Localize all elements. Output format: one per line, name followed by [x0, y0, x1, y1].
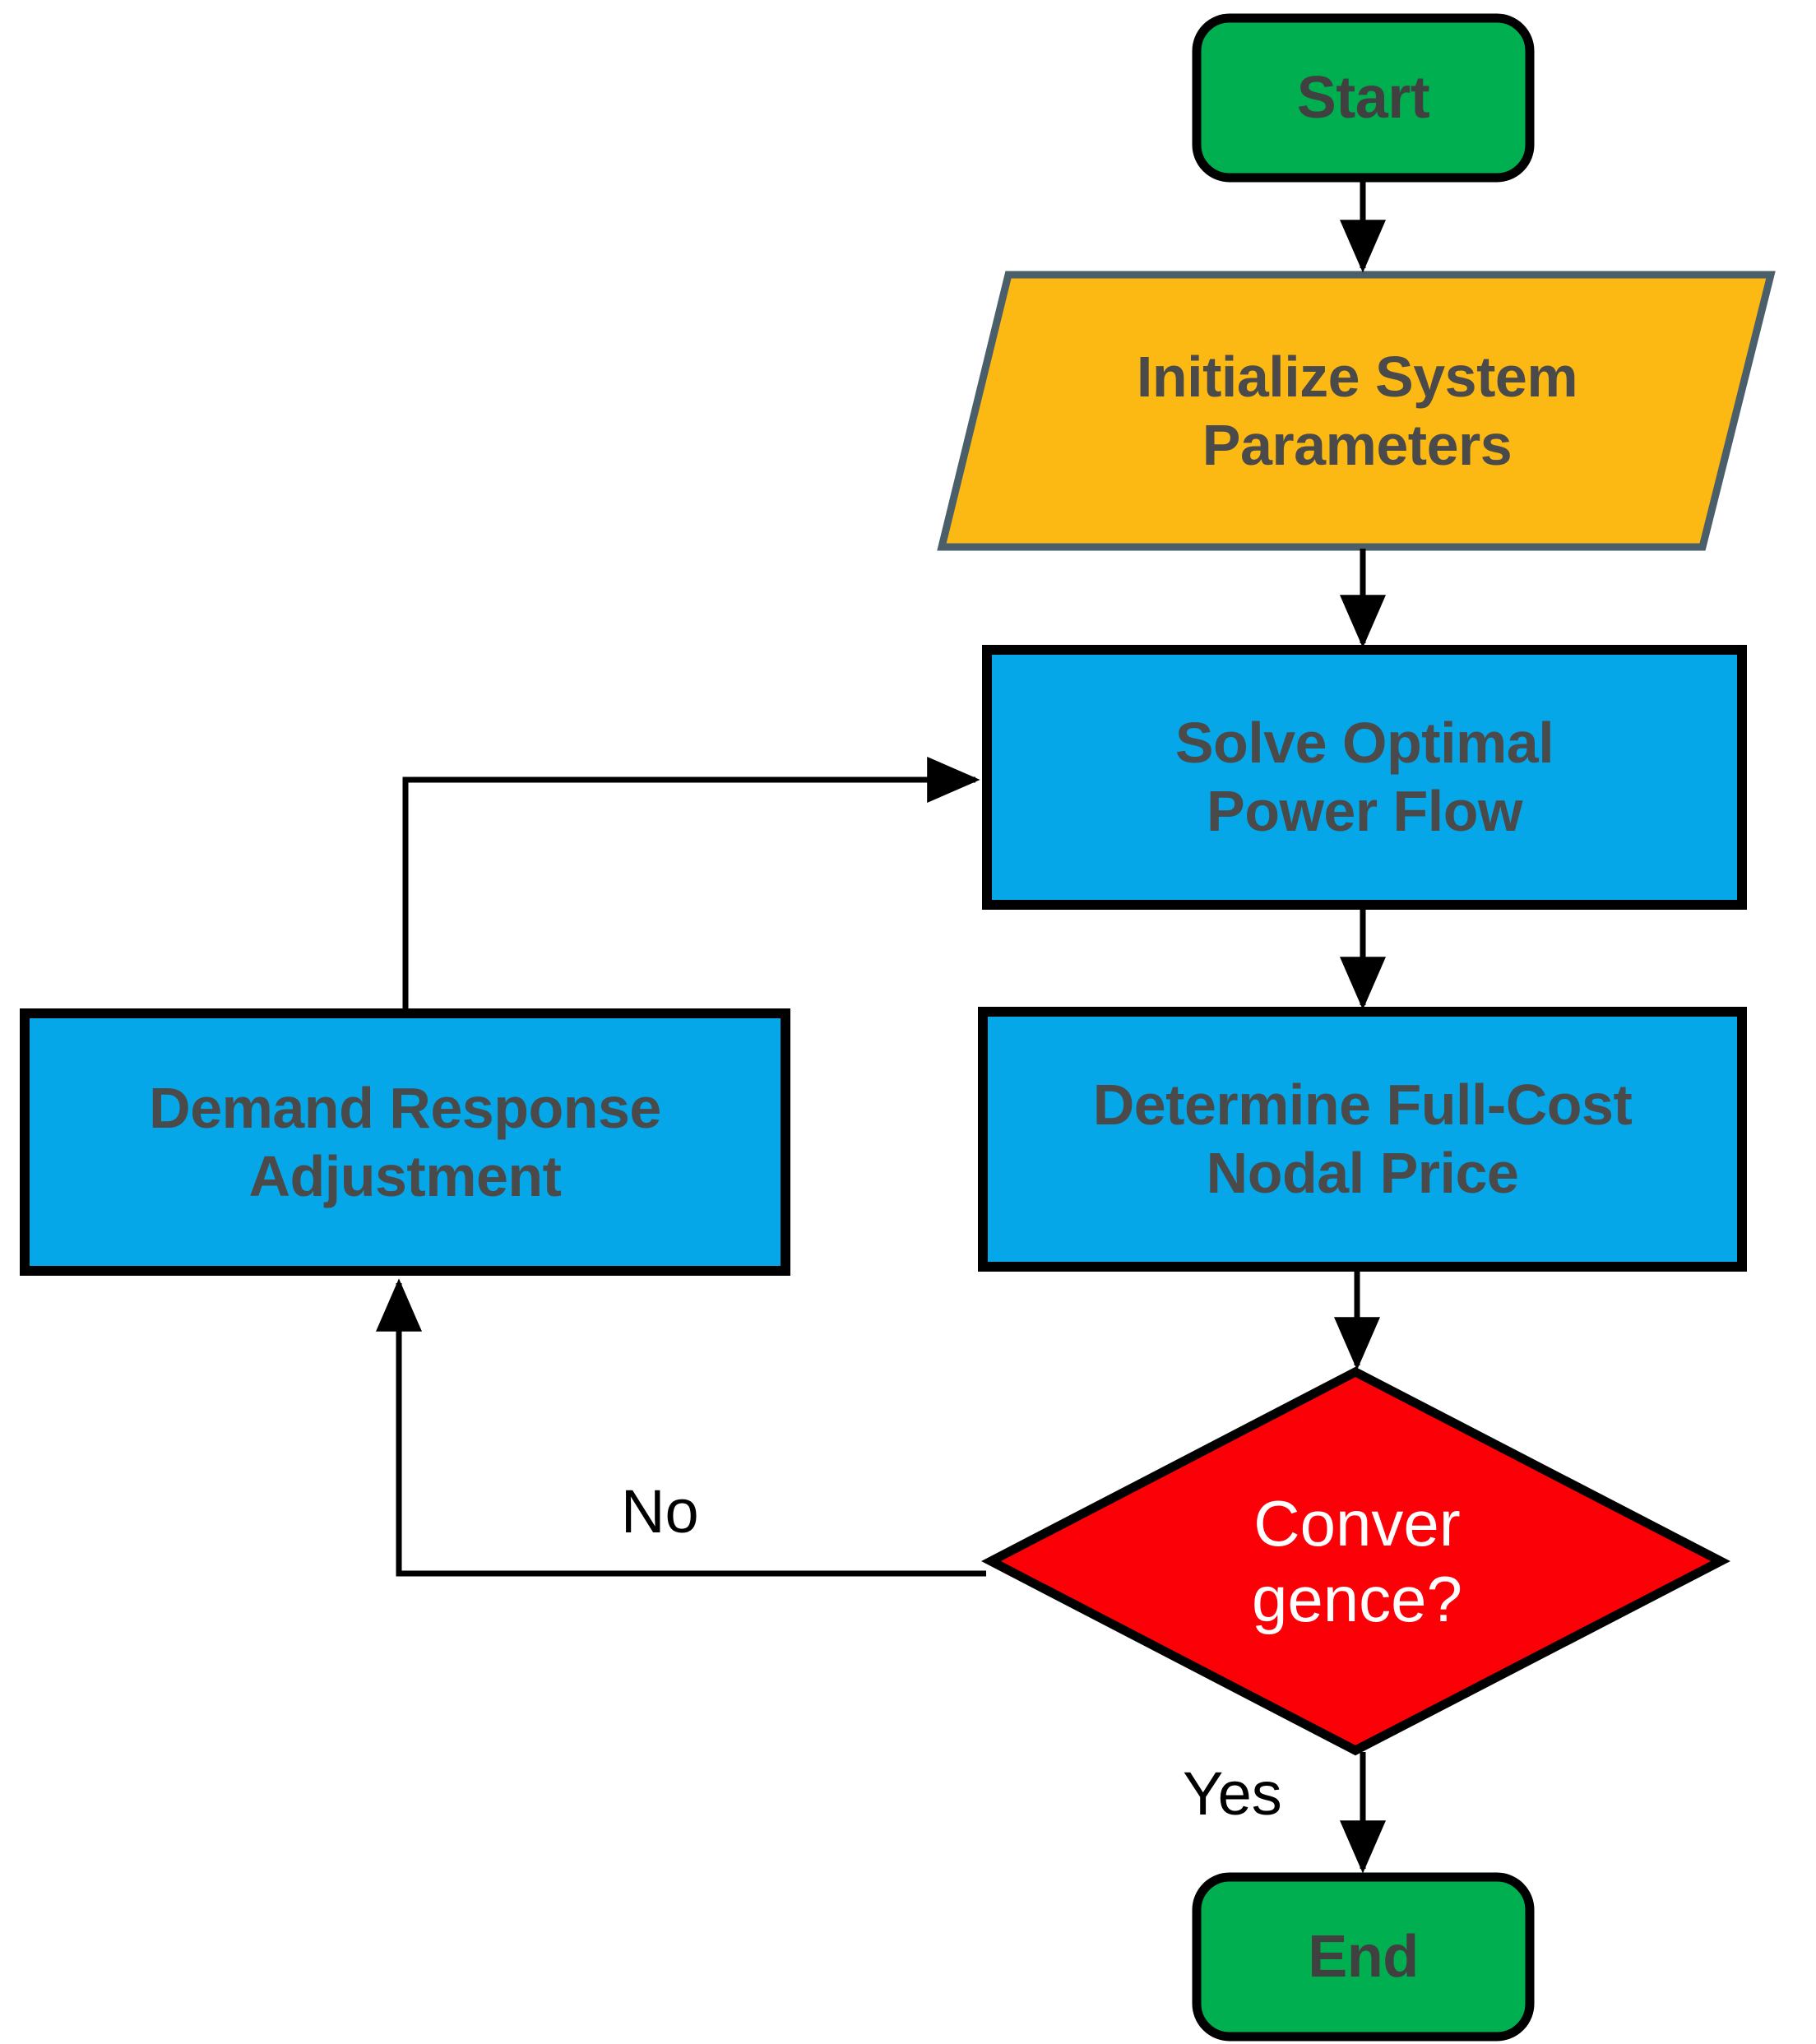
- node-initialize-shape[interactable]: [937, 271, 1776, 551]
- node-convergence-shape[interactable]: [981, 1366, 1730, 1756]
- node-start-shape[interactable]: [1192, 13, 1535, 183]
- edge-convergence-to-demand-response: [376, 1278, 986, 1577]
- edge-demand-response-to-solve-opf: [402, 757, 980, 1010]
- node-end-shape[interactable]: [1192, 1872, 1535, 2042]
- node-solve-opf-shape[interactable]: [982, 645, 1747, 910]
- node-nodal-price-shape[interactable]: [978, 1007, 1747, 1272]
- node-demand-response-shape[interactable]: [20, 1008, 790, 1276]
